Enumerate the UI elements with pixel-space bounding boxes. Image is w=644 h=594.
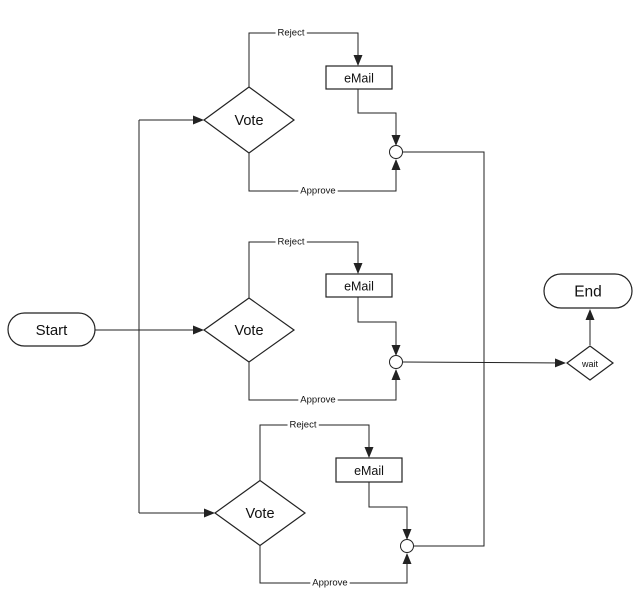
edge-label-backing xyxy=(298,185,338,197)
vote-decision-1: Vote xyxy=(202,86,296,154)
start-terminator: Start xyxy=(7,312,96,347)
email-process-3-label: eMail xyxy=(354,464,384,478)
start-terminator-label: Start xyxy=(36,322,69,339)
edge-vote3-reject-label: Reject xyxy=(287,419,319,431)
edge-email2-to-merge2 xyxy=(357,297,401,356)
edge-label-backing xyxy=(287,419,319,431)
end-terminator-label: End xyxy=(574,284,602,301)
vote-decision-2-label: Vote xyxy=(234,323,263,339)
merge-connector-3 xyxy=(400,539,414,553)
wait-decision-label: wait xyxy=(581,359,599,369)
email-process-3: eMail xyxy=(335,457,403,483)
edge-email1-to-merge1 xyxy=(357,89,401,146)
edge-label-backing xyxy=(275,236,307,248)
edge-label-text: Approve xyxy=(300,186,335,197)
edge-label-backing xyxy=(275,27,307,39)
edge-label-text: Approve xyxy=(312,578,347,589)
email-process-1: eMail xyxy=(325,65,393,90)
edge-merge1-to-junction xyxy=(403,151,485,363)
merge-connector-1 xyxy=(389,145,403,159)
edge-vote3-approve-label: Approve xyxy=(310,577,350,589)
edge-label-backing xyxy=(310,577,350,589)
edge-label-text: Reject xyxy=(290,420,317,431)
edge-vote1-reject-label: Reject xyxy=(275,27,307,39)
edge-vote2-reject-label: Reject xyxy=(275,236,307,248)
end-terminator: End xyxy=(543,273,633,309)
vote-decision-3-label: Vote xyxy=(245,506,274,522)
edge-vote1-approve-label: Approve xyxy=(298,185,338,197)
edge-email3-to-merge3 xyxy=(368,482,412,540)
edge-vote2-approve-label: Approve xyxy=(298,394,338,406)
merge-connector-2 xyxy=(389,355,403,369)
edge-label-text: Reject xyxy=(278,237,305,248)
vote-decision-3: Vote xyxy=(213,479,307,547)
email-process-2: eMail xyxy=(325,273,393,298)
edge-label-text: Approve xyxy=(300,395,335,406)
edge-merge2-to-wait xyxy=(402,358,566,368)
email-process-2-label: eMail xyxy=(344,280,374,294)
vote-decision-2: Vote xyxy=(202,297,296,363)
edge-label-backing xyxy=(298,394,338,406)
edge-merge3-to-junction xyxy=(414,363,485,547)
wait-decision: wait xyxy=(565,345,615,381)
email-process-1-label: eMail xyxy=(344,72,374,86)
vote-decision-1-label: Vote xyxy=(234,113,263,129)
edge-label-text: Reject xyxy=(278,28,305,39)
